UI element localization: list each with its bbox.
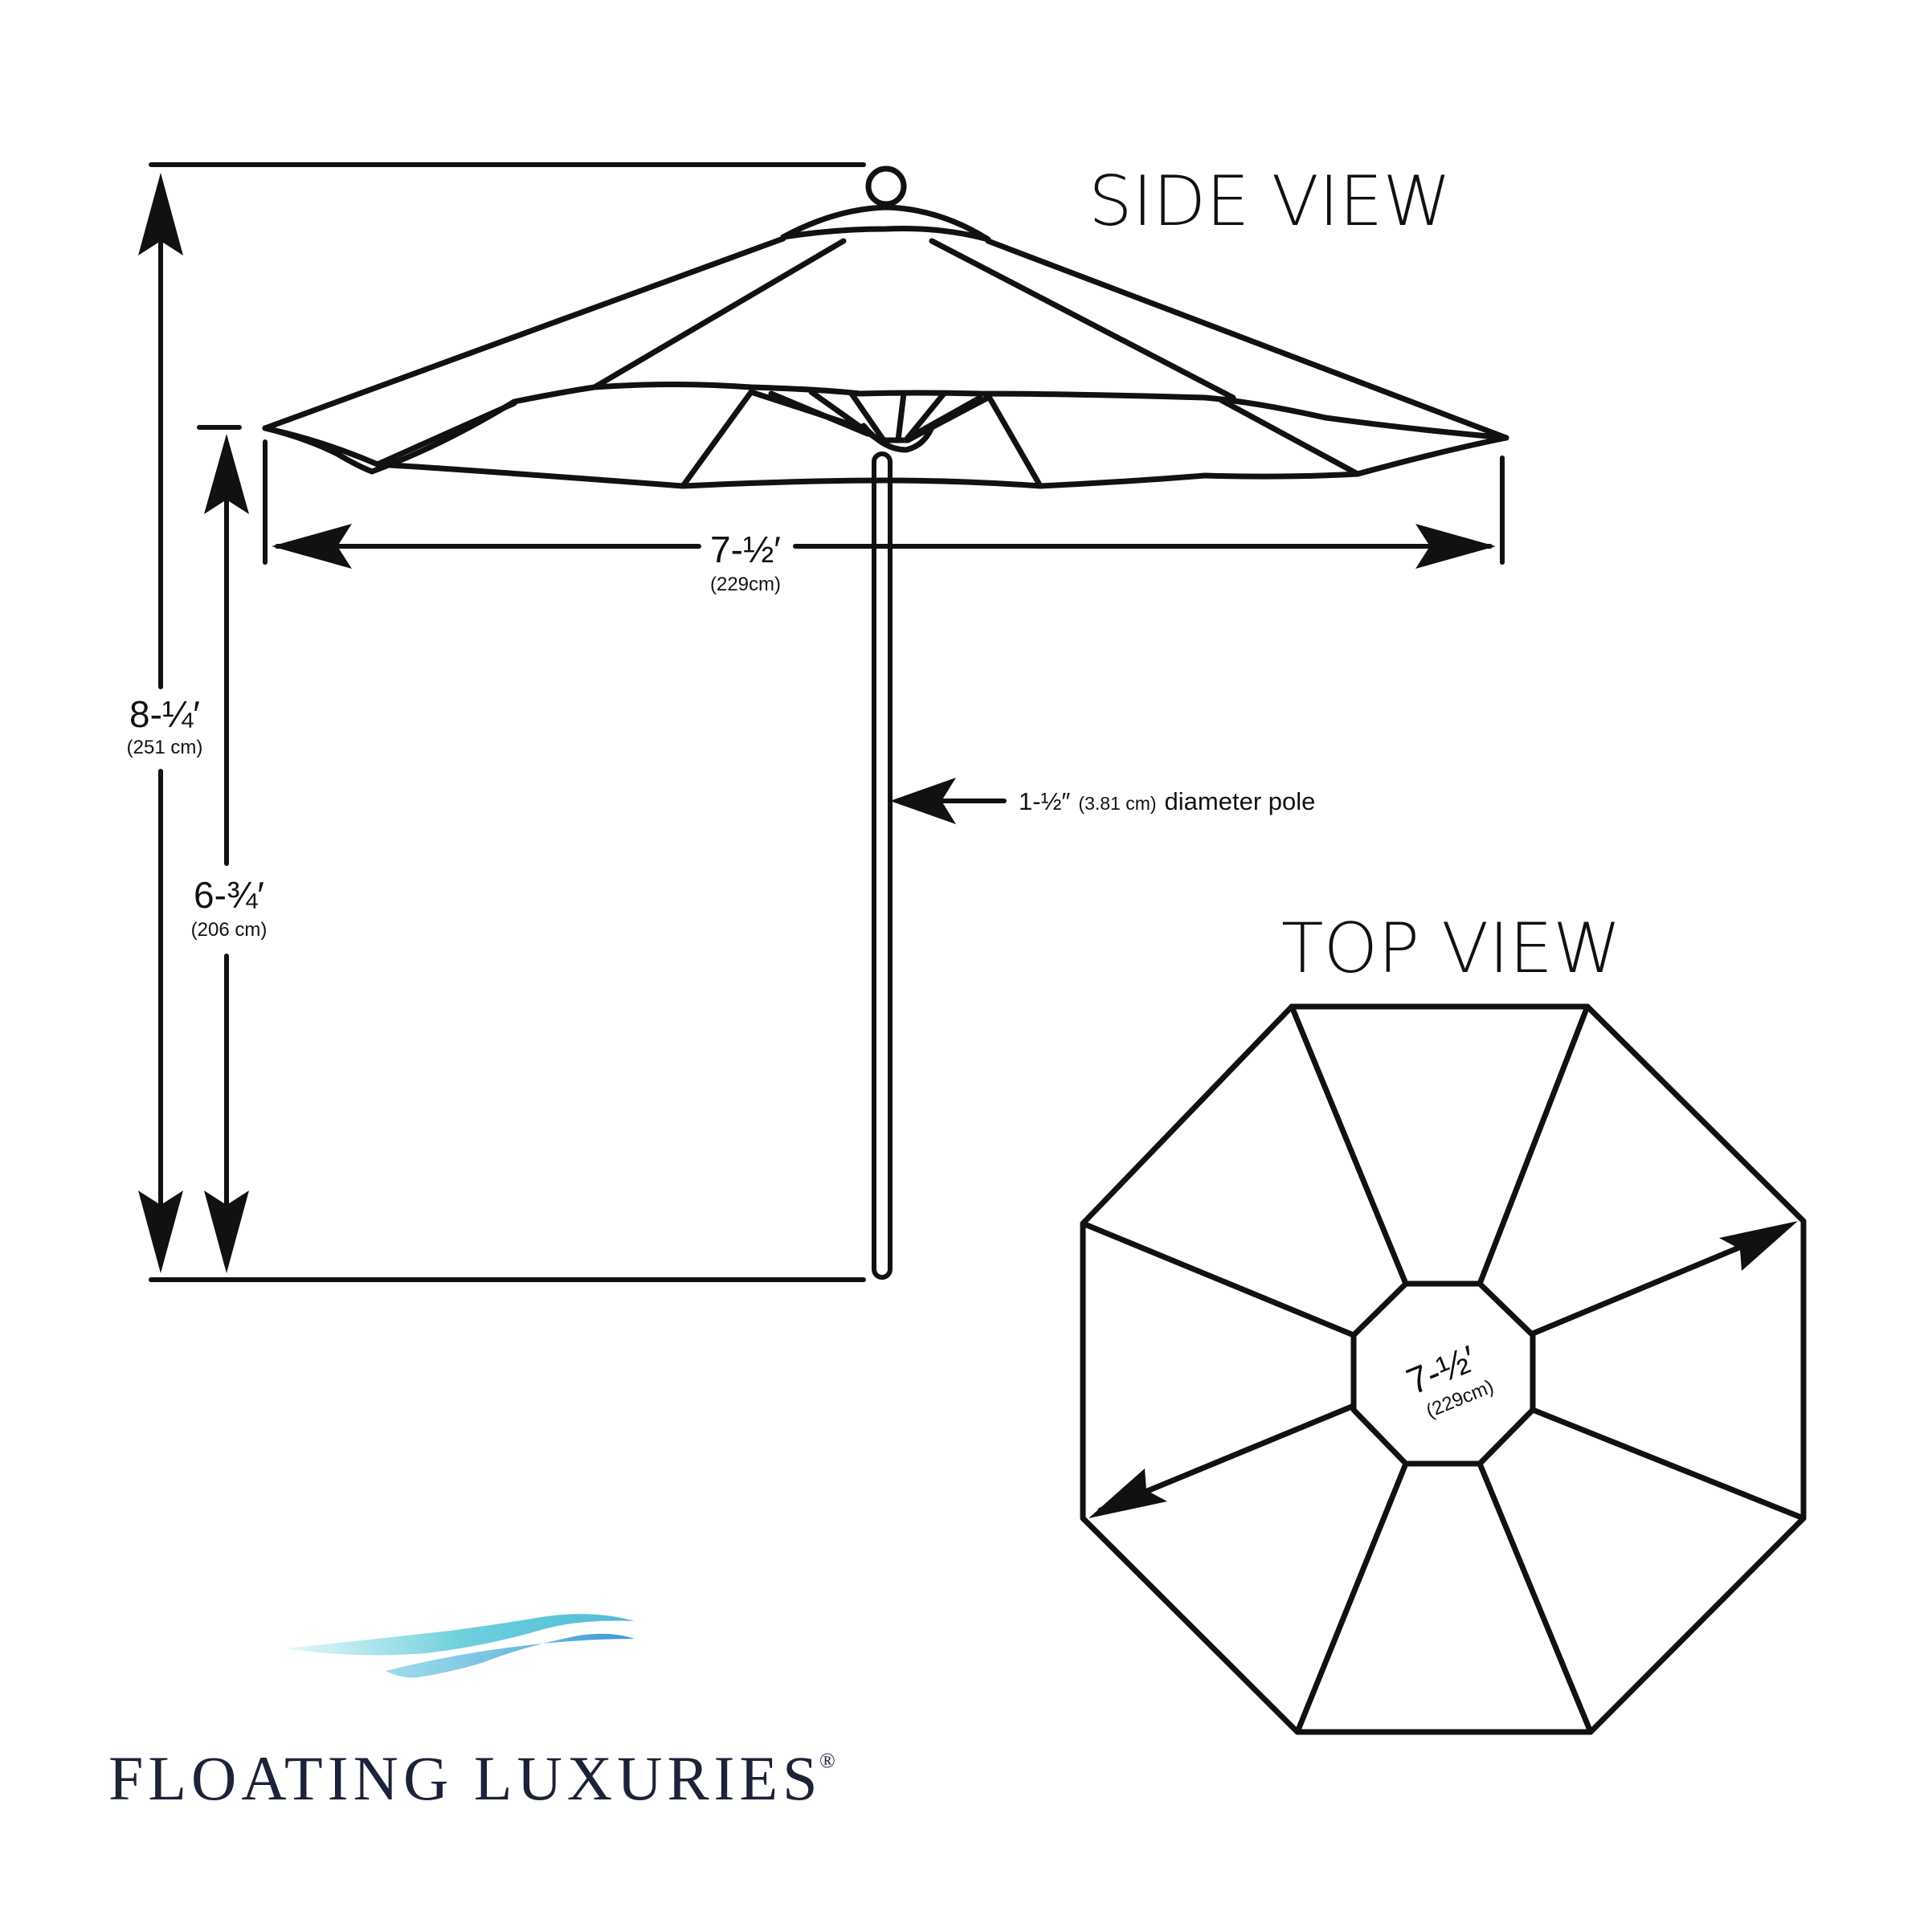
finial bbox=[865, 165, 907, 207]
height-total-dimension bbox=[149, 162, 866, 1282]
wave-light-icon bbox=[285, 1614, 635, 1656]
width-dimension bbox=[263, 439, 1505, 565]
vent-cap bbox=[780, 204, 991, 243]
brand-registered-mark: ® bbox=[819, 1749, 840, 1772]
top-diameter-label-group: 7-½′ (229cm) bbox=[1401, 1338, 1497, 1423]
width-arrow-right bbox=[1415, 524, 1496, 569]
pole-size: 1-½″ bbox=[1019, 787, 1070, 815]
wave-dark-icon bbox=[386, 1633, 635, 1678]
top-diameter-arrow-sw bbox=[1089, 1468, 1167, 1518]
height-clearance-dimension bbox=[197, 425, 242, 1264]
width-metric: (229cm) bbox=[710, 574, 781, 595]
height-clearance-arrow-up bbox=[204, 434, 249, 514]
top-diameter-arrow-ne bbox=[1719, 1221, 1798, 1271]
height-total-label: 8-¼′ bbox=[129, 693, 200, 735]
umbrella-side-drawing bbox=[262, 165, 1509, 489]
umbrella-top-drawing bbox=[1080, 1003, 1807, 1735]
width-label: 7-½′ bbox=[710, 529, 781, 570]
height-clearance-metric: (206 cm) bbox=[191, 919, 268, 941]
width-arrow-left bbox=[272, 524, 352, 569]
pole bbox=[872, 451, 893, 1280]
pole-callout-arrow bbox=[890, 778, 956, 824]
top-view-title: TOP VIEW bbox=[1281, 909, 1621, 989]
height-total-arrow-up bbox=[138, 173, 183, 255]
brand-name: FLOATING LUXURIES bbox=[108, 1743, 822, 1813]
side-view-title: SIDE VIEW bbox=[1089, 161, 1451, 242]
height-total-arrow-down bbox=[138, 1191, 183, 1273]
height-clearance-arrow-down bbox=[204, 1191, 249, 1273]
pole-callout: 1-½″ (3.81 cm) diameter pole bbox=[890, 778, 1315, 824]
height-clearance-label: 6-¾′ bbox=[194, 874, 264, 916]
pole-callout-text: 1-½″ (3.81 cm) diameter pole bbox=[1019, 787, 1315, 815]
pole-metric: (3.81 cm) bbox=[1078, 793, 1156, 814]
pole-description: diameter pole bbox=[1165, 787, 1316, 815]
height-total-metric: (251 cm) bbox=[127, 737, 203, 758]
brand-logo: FLOATING LUXURIES ® bbox=[108, 1614, 840, 1813]
